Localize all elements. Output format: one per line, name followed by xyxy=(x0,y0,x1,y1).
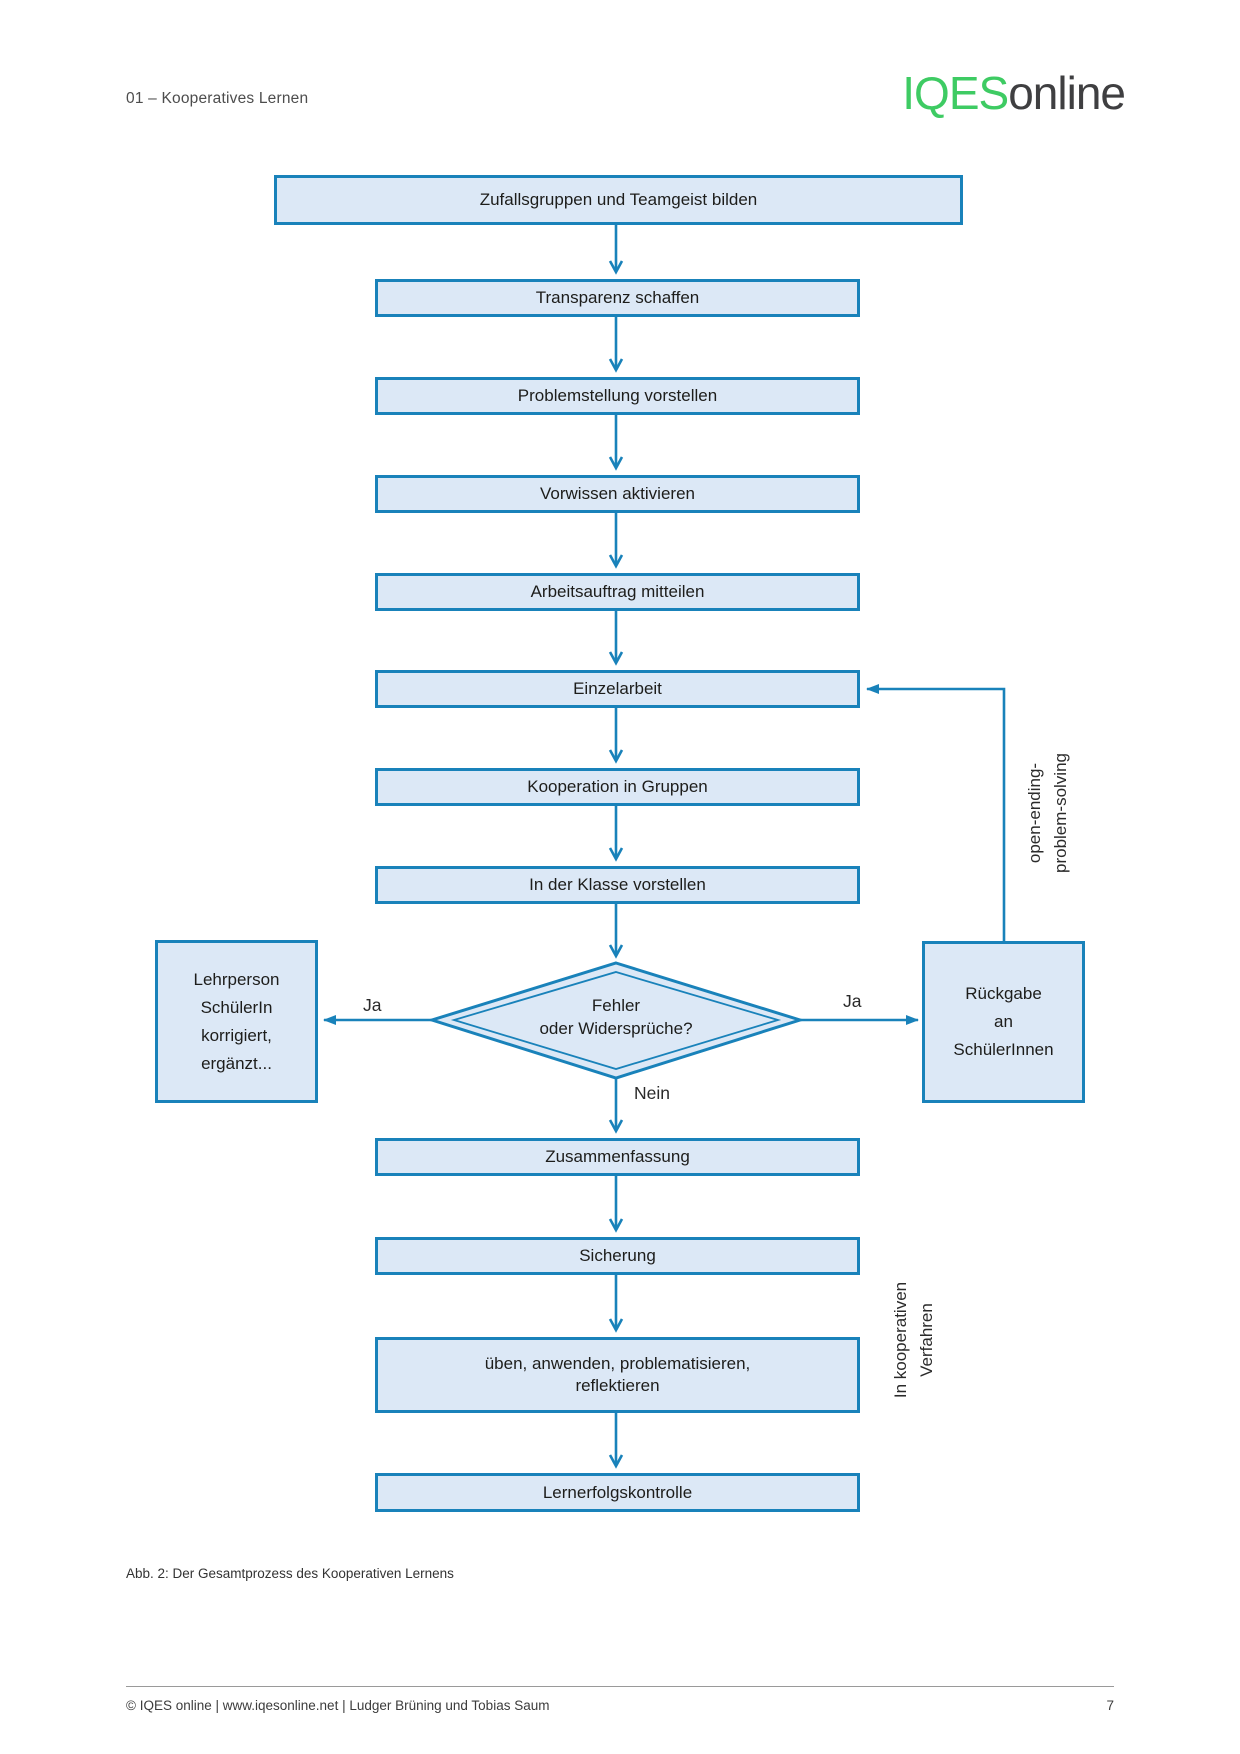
annotation-open-ending: open-ending- problem-solving xyxy=(1022,753,1074,873)
flow-node-label: Lernerfolgskontrolle xyxy=(542,1482,693,1502)
flow-node-label: Problemstellung vorstellen xyxy=(517,386,718,405)
flow-node-ueben: üben, anwenden, problematisieren, reflek… xyxy=(375,1337,860,1413)
side-box-line: Lehrperson xyxy=(193,969,280,989)
flow-node-klasse-vorstellen: In der Klasse vorstellen xyxy=(375,866,860,904)
decision-label-line2: oder Widersprüche? xyxy=(539,1019,693,1038)
iqes-logo: IQESonline xyxy=(902,67,1126,119)
flow-node-label: In der Klasse vorstellen xyxy=(529,875,706,894)
flow-node-label: Einzelarbeit xyxy=(573,679,662,698)
logo-iqes-text: IQES xyxy=(902,67,1009,119)
flow-node-transparenz: Transparenz schaffen xyxy=(375,279,860,317)
flow-node-label: Sicherung xyxy=(579,1246,656,1265)
flow-node-label: Zusammenfassung xyxy=(545,1147,690,1166)
figure-caption: Abb. 2: Der Gesamtprozess des Kooperativ… xyxy=(126,1566,454,1581)
footer-credit: © IQES online | www.iqesonline.net | Lud… xyxy=(126,1698,550,1713)
annotation-line: Verfahren xyxy=(917,1303,936,1377)
decision-diamond-inner xyxy=(450,971,782,1070)
flow-node-kooperation: Kooperation in Gruppen xyxy=(375,768,860,806)
annotation-line: open-ending- xyxy=(1025,762,1044,864)
flow-node-lernerfolgskontrolle: Lernerfolgskontrolle xyxy=(375,1473,860,1512)
flow-node-label: Zufallsgruppen und Teamgeist bilden xyxy=(479,190,758,209)
side-box-line: Rückgabe xyxy=(965,984,1042,1003)
side-box-line: ergänzt... xyxy=(201,1053,272,1073)
side-box-line: korrigiert, xyxy=(201,1025,272,1045)
flow-node-arbeitsauftrag: Arbeitsauftrag mitteilen xyxy=(375,573,860,611)
label-nein: Nein xyxy=(634,1083,670,1103)
label-ja-right: Ja xyxy=(843,991,862,1011)
flow-node-zufallsgruppen: Zufallsgruppen und Teamgeist bilden xyxy=(274,175,963,225)
arrow-feedback-loop xyxy=(866,684,1006,941)
side-box-line: SchülerInnen xyxy=(953,1040,1054,1059)
annotation-kooperativ: In kooperativen Verfahren xyxy=(888,1282,940,1398)
flow-node-label-line1: üben, anwenden, problematisieren, xyxy=(484,1354,751,1373)
decision-diamond-outer xyxy=(426,961,806,1080)
flow-node-vorwissen: Vorwissen aktivieren xyxy=(375,475,860,513)
flow-node-einzelarbeit: Einzelarbeit xyxy=(375,670,860,708)
side-box-line: an xyxy=(994,1012,1013,1031)
side-box-lehrperson: Lehrperson SchülerIn korrigiert, ergänzt… xyxy=(155,940,318,1103)
side-box-line: SchülerIn xyxy=(200,997,273,1017)
logo-online-text: online xyxy=(1008,67,1126,119)
flow-node-label-line2: reflektieren xyxy=(575,1376,660,1395)
header-title: 01 – Kooperatives Lernen xyxy=(126,90,309,107)
flow-node-label: Kooperation in Gruppen xyxy=(527,777,708,796)
annotation-line: problem-solving xyxy=(1051,753,1070,873)
label-ja-left: Ja xyxy=(363,995,382,1015)
flow-node-problemstellung: Problemstellung vorstellen xyxy=(375,377,860,415)
footer-divider xyxy=(126,1686,1114,1687)
side-box-rueckgabe: Rückgabe an SchülerInnen xyxy=(922,941,1085,1103)
flow-node-label: Arbeitsauftrag mitteilen xyxy=(530,582,705,601)
annotation-line: In kooperativen xyxy=(891,1281,910,1399)
flow-node-zusammenfassung: Zusammenfassung xyxy=(375,1138,860,1176)
decision-label-line1: Fehler xyxy=(591,996,641,1015)
page-number: 7 xyxy=(1106,1698,1114,1713)
flow-node-label: Transparenz schaffen xyxy=(535,288,700,307)
decision-label: Fehler oder Widersprüche? xyxy=(466,994,766,1040)
flow-node-label: Vorwissen aktivieren xyxy=(540,484,695,503)
flow-node-sicherung: Sicherung xyxy=(375,1237,860,1275)
